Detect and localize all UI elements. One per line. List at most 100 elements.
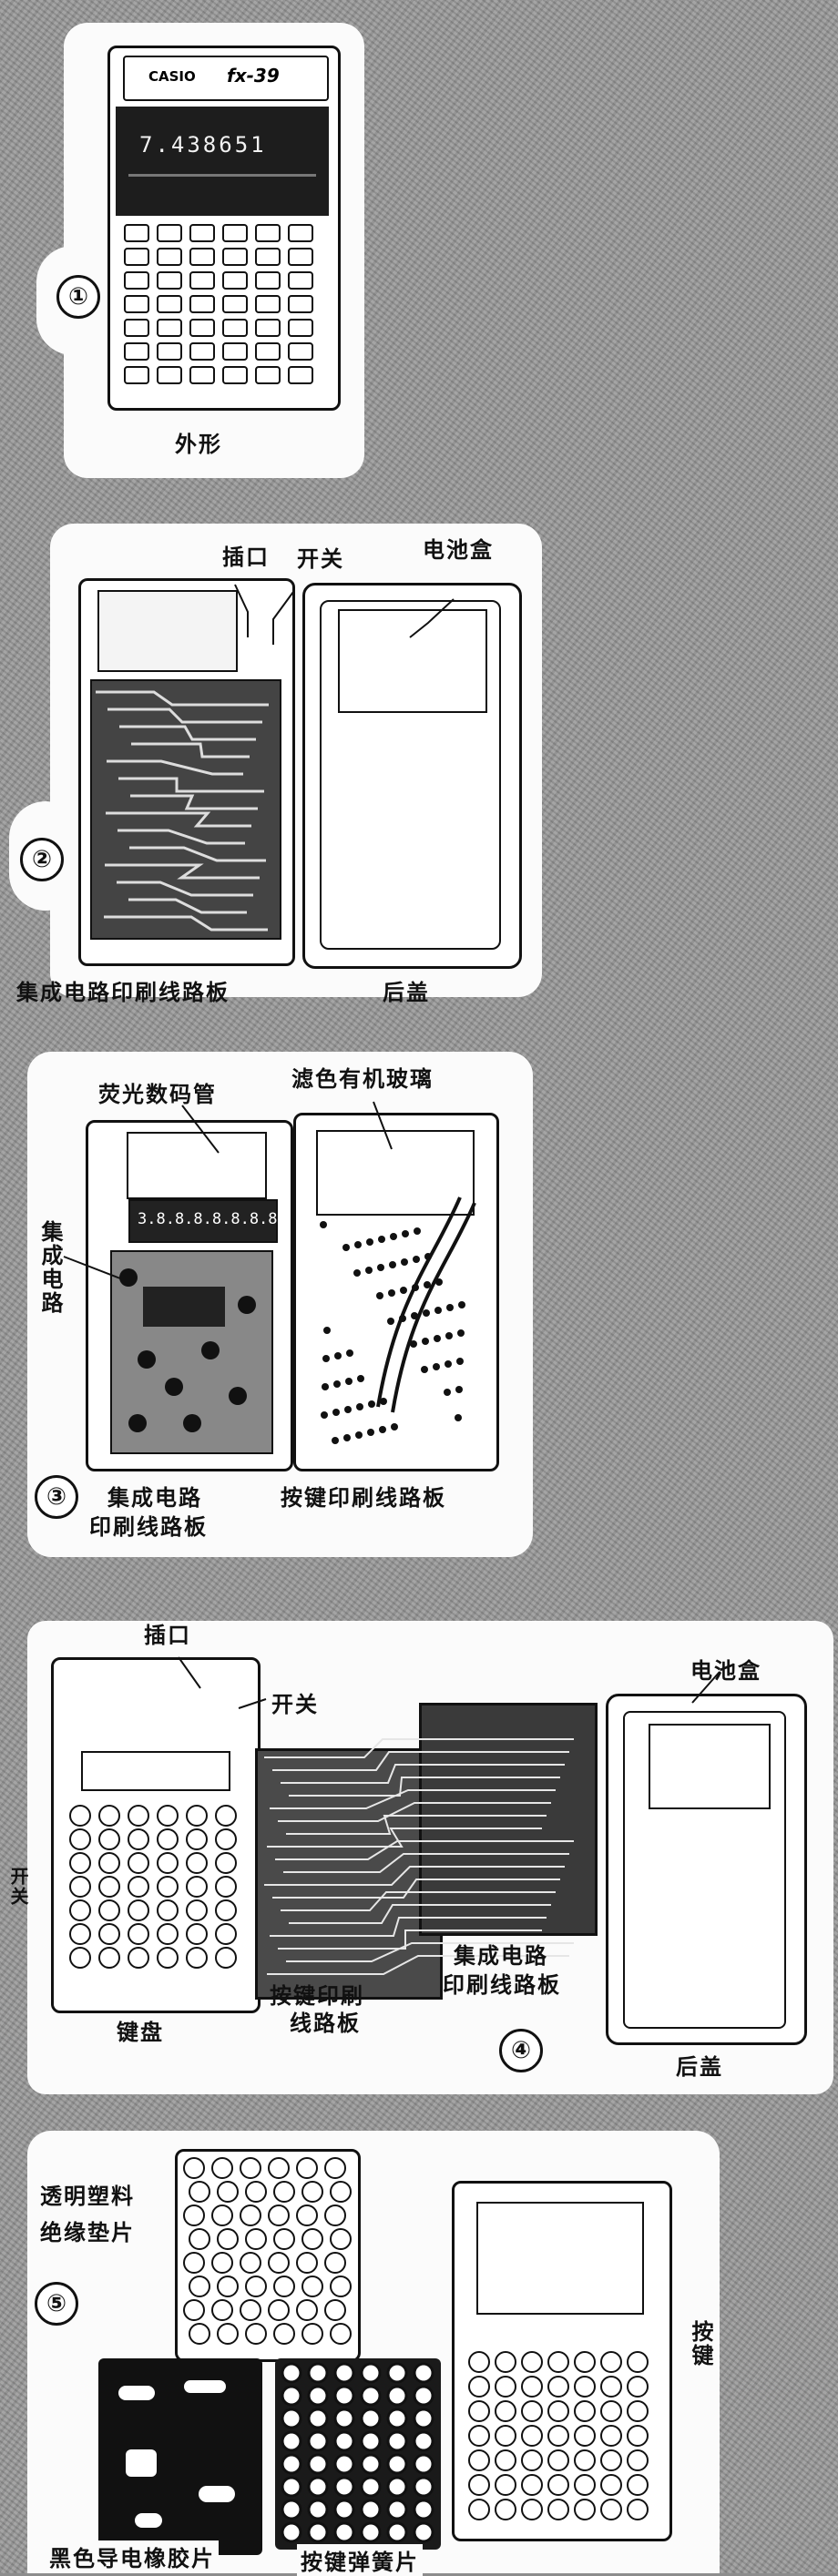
spring-dome bbox=[360, 2362, 382, 2384]
circuit-trace bbox=[118, 777, 264, 793]
figure3-number: ③ bbox=[35, 1475, 78, 1519]
assembled-key bbox=[600, 2449, 622, 2471]
circuit-trace bbox=[267, 1828, 542, 1848]
insulator-hole bbox=[245, 2228, 267, 2250]
spring-dome bbox=[333, 2453, 355, 2475]
figure3-ic-board-label-line2: 印刷线路板 bbox=[89, 1514, 208, 1540]
calculator-key bbox=[157, 271, 182, 290]
key-contact-dot bbox=[357, 1375, 364, 1382]
assembled-key bbox=[547, 2449, 569, 2471]
circuit-trace bbox=[264, 1866, 565, 1886]
figure5-insulator-label-line1: 透明塑料 bbox=[40, 2184, 135, 2209]
calculator-model: fx-39 bbox=[227, 65, 280, 87]
insulator-hole bbox=[217, 2323, 239, 2345]
spring-dome bbox=[413, 2499, 434, 2520]
board-component bbox=[183, 1414, 201, 1432]
key-contact-dot bbox=[346, 1349, 353, 1357]
board-component bbox=[119, 1268, 138, 1287]
calculator-key bbox=[189, 342, 215, 361]
circuit-trace bbox=[286, 1815, 547, 1835]
assembled-key bbox=[547, 2425, 569, 2447]
key-contact-dot bbox=[389, 1261, 396, 1268]
insulator-hole bbox=[189, 2228, 210, 2250]
circuit-trace bbox=[281, 1891, 556, 1911]
calculator-key bbox=[255, 224, 281, 242]
spring-dome bbox=[360, 2453, 382, 2475]
insulator-hole bbox=[217, 2228, 239, 2250]
figure4-back-cover-label: 后盖 bbox=[676, 2054, 723, 2080]
key-contact-dot bbox=[455, 1386, 463, 1393]
assembled-key bbox=[468, 2400, 490, 2422]
figure5-keys-label: 按键 bbox=[688, 2320, 713, 2367]
calculator-key bbox=[288, 224, 313, 242]
figure5-spring-sheet bbox=[275, 2358, 441, 2550]
calculator-key bbox=[288, 366, 313, 384]
key-contact-dot bbox=[366, 1238, 373, 1246]
key-contact-dot bbox=[446, 1304, 454, 1311]
figure3-board-parts bbox=[119, 1268, 256, 1432]
key-contact-dot bbox=[343, 1434, 351, 1441]
figure3-vfd-digits: 3.8.8.8.8.8.8.8 bbox=[138, 1210, 278, 1228]
key-contact-dot bbox=[377, 1264, 384, 1271]
keyboard-key bbox=[186, 1923, 208, 1945]
circuit-trace bbox=[286, 1942, 574, 1962]
key-contact-dot bbox=[414, 1227, 421, 1235]
calculator-key bbox=[288, 248, 313, 266]
key-contact-dot bbox=[401, 1258, 408, 1266]
key-contact-dot bbox=[332, 1409, 340, 1416]
insulator-hole bbox=[217, 2181, 239, 2203]
figure2-switch-label: 开关 bbox=[297, 546, 344, 572]
insulator-hole bbox=[330, 2276, 352, 2297]
keyboard-key bbox=[157, 1923, 179, 1945]
key-contact-dot bbox=[322, 1355, 330, 1362]
figure3-front-half: 3.8.8.8.8.8.8.8 bbox=[86, 1120, 293, 1471]
keyboard-key bbox=[157, 1899, 179, 1921]
key-contact-dot bbox=[323, 1327, 331, 1334]
calculator-key bbox=[157, 366, 182, 384]
figure4-key-board-label-line2: 线路板 bbox=[290, 2011, 361, 2036]
calculator-key bbox=[124, 366, 149, 384]
figure4-jack-label: 插口 bbox=[144, 1623, 191, 1648]
spring-dome bbox=[281, 2408, 302, 2429]
calculator-key bbox=[255, 271, 281, 290]
key-contact-dot bbox=[410, 1340, 417, 1348]
assembled-key bbox=[495, 2499, 516, 2520]
keyboard-key bbox=[215, 1876, 237, 1898]
figure4-back-cover bbox=[606, 1694, 807, 2045]
figure2-cover-inner bbox=[320, 600, 501, 950]
board-component bbox=[138, 1350, 156, 1369]
keyboard-key bbox=[69, 1805, 91, 1827]
key-contact-dot bbox=[365, 1267, 373, 1274]
calculator-key bbox=[157, 319, 182, 337]
spring-dome bbox=[360, 2499, 382, 2520]
insulator-hole bbox=[324, 2204, 346, 2226]
insulator-hole bbox=[245, 2181, 267, 2203]
keyboard-key bbox=[157, 1876, 179, 1898]
key-contact-dot bbox=[421, 1366, 428, 1373]
spring-dome bbox=[307, 2385, 329, 2407]
calculator-key bbox=[222, 224, 248, 242]
keyboard-key bbox=[157, 1852, 179, 1874]
assembled-key bbox=[495, 2474, 516, 2496]
calculator-key bbox=[124, 342, 149, 361]
circuit-trace bbox=[106, 811, 251, 828]
spring-dome bbox=[333, 2521, 355, 2543]
board-component bbox=[165, 1378, 183, 1396]
insulator-hole bbox=[273, 2276, 295, 2297]
key-contact-dot bbox=[376, 1292, 383, 1299]
assembled-key bbox=[574, 2499, 596, 2520]
spring-dome bbox=[333, 2499, 355, 2520]
circuit-trace bbox=[281, 1764, 565, 1784]
keyboard-key bbox=[157, 1805, 179, 1827]
circuit-trace bbox=[289, 1777, 560, 1797]
calculator-brand: CASIO bbox=[148, 68, 196, 85]
keyboard-key bbox=[157, 1947, 179, 1969]
assembled-key bbox=[627, 2400, 649, 2422]
calculator-key bbox=[124, 224, 149, 242]
key-contact-dot bbox=[368, 1400, 375, 1408]
calculator-key bbox=[222, 295, 248, 313]
insulator-hole bbox=[211, 2299, 233, 2321]
figure2-ic-board-label: 集成电路印刷线路板 bbox=[16, 980, 230, 1005]
figure3-key-board-label: 按键印刷线路板 bbox=[281, 1485, 446, 1511]
key-contact-dot bbox=[378, 1236, 385, 1243]
